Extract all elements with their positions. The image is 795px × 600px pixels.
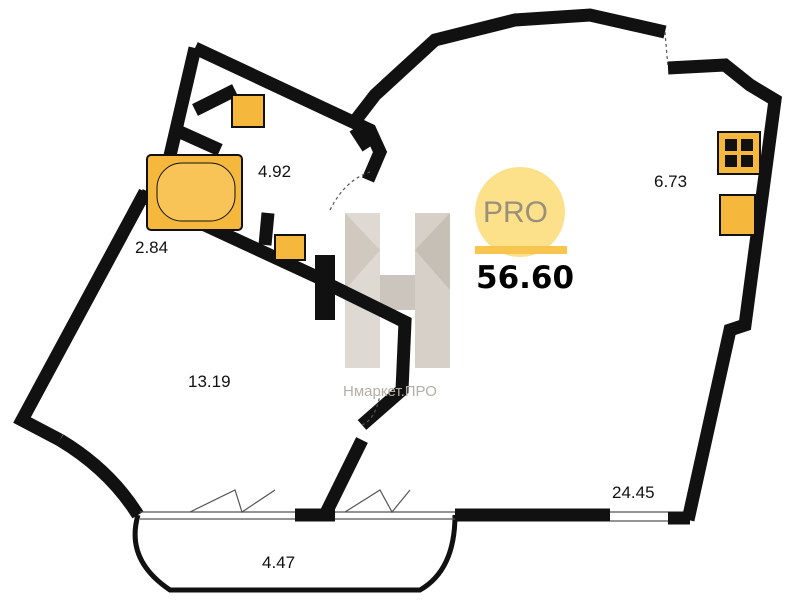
room-area-kitchen: 6.73	[654, 172, 688, 191]
stove-icon	[717, 131, 761, 175]
room-area-balcony: 4.47	[262, 553, 296, 572]
watermark-logo	[345, 213, 450, 368]
walls	[13, 8, 783, 525]
column	[315, 255, 335, 320]
pro-badge	[475, 167, 565, 257]
toilet-icon	[231, 94, 265, 128]
badge-underline	[475, 246, 567, 254]
room-area-hallway: 2.84	[135, 238, 169, 257]
watermark-text: Нмаркет.ПРО	[343, 383, 437, 400]
total-area: 56.60	[476, 260, 575, 296]
balcony-outline	[132, 514, 458, 593]
room-area-living: 24.45	[612, 483, 655, 502]
pro-badge-text: PRO	[483, 196, 549, 229]
fixtures	[146, 94, 761, 261]
windows	[140, 31, 669, 522]
sink-icon	[274, 234, 306, 261]
room-area-bathroom: 4.92	[258, 162, 292, 181]
kitchen-sink-icon	[719, 194, 756, 236]
room-area-bedroom: 13.19	[188, 372, 231, 391]
